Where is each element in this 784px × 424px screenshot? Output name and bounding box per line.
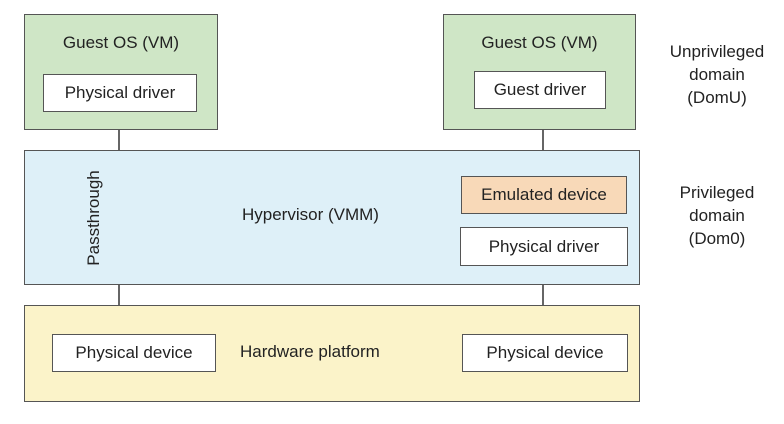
hardware-physical-device-left: Physical device [52, 334, 216, 372]
guest-left-physical-driver: Physical driver [43, 74, 197, 112]
guest-os-right-title: Guest OS (VM) [481, 33, 598, 52]
privileged-domain-label: Privileged domain (Dom0) [650, 181, 784, 250]
unprivileged-line-1: Unprivileged [669, 42, 765, 61]
hypervisor-title: Hypervisor (VMM) [242, 205, 379, 224]
unprivileged-line-3: (DomU) [687, 88, 747, 107]
hypervisor-physical-driver: Physical driver [460, 227, 628, 266]
privileged-line-3: (Dom0) [688, 229, 746, 248]
unprivileged-line-2: domain [689, 65, 745, 84]
hardware-physical-device-right: Physical device [462, 334, 628, 372]
unprivileged-domain-label: Unprivileged domain (DomU) [650, 40, 784, 109]
passthrough-label: Passthrough [84, 168, 104, 268]
privileged-line-1: Privileged [679, 183, 755, 202]
guest-os-left-title: Guest OS (VM) [62, 33, 180, 52]
privileged-line-2: domain [689, 206, 745, 225]
emulated-device-box: Emulated device [461, 176, 627, 214]
guest-os-left-panel: Guest OS (VM) Physical driver [24, 14, 218, 130]
guest-right-guest-driver: Guest driver [474, 71, 606, 109]
hardware-platform-title: Hardware platform [240, 342, 380, 361]
guest-os-right-panel: Guest OS (VM) Guest driver [443, 14, 636, 130]
